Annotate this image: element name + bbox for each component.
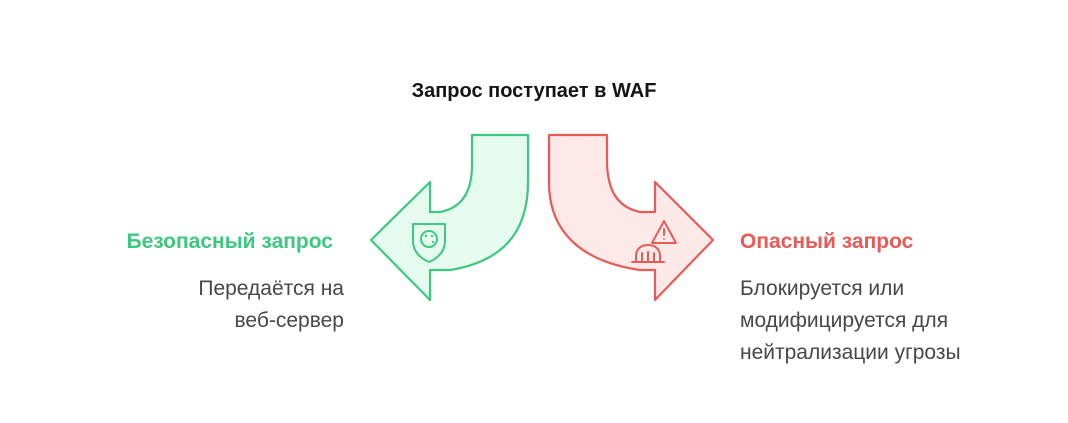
safe-description-line: Передаётся на: [198, 277, 344, 300]
shield-icon: [412, 223, 446, 263]
safe-request-heading: Безопасный запрос: [126, 230, 333, 253]
safe-arrow-shape: [369, 133, 530, 302]
safe-description-line: веб-сервер: [234, 309, 344, 332]
dangerous-request-heading: Опасный запрос: [740, 230, 914, 253]
warning-icon: [631, 220, 677, 263]
danger-description-line: Блокируется или: [740, 277, 905, 300]
danger-description-line: модифицируется для: [740, 309, 949, 332]
diagram-title: Запрос поступает в WAF: [411, 80, 657, 102]
danger-description-line: нейтрализации угрозы: [740, 341, 961, 364]
dangerous-request-description: Блокируется или модифицируется для нейтр…: [740, 273, 1040, 369]
danger-arrow-shape: [547, 133, 715, 302]
safe-request-description: Передаётся на веб-сервер: [60, 273, 344, 337]
